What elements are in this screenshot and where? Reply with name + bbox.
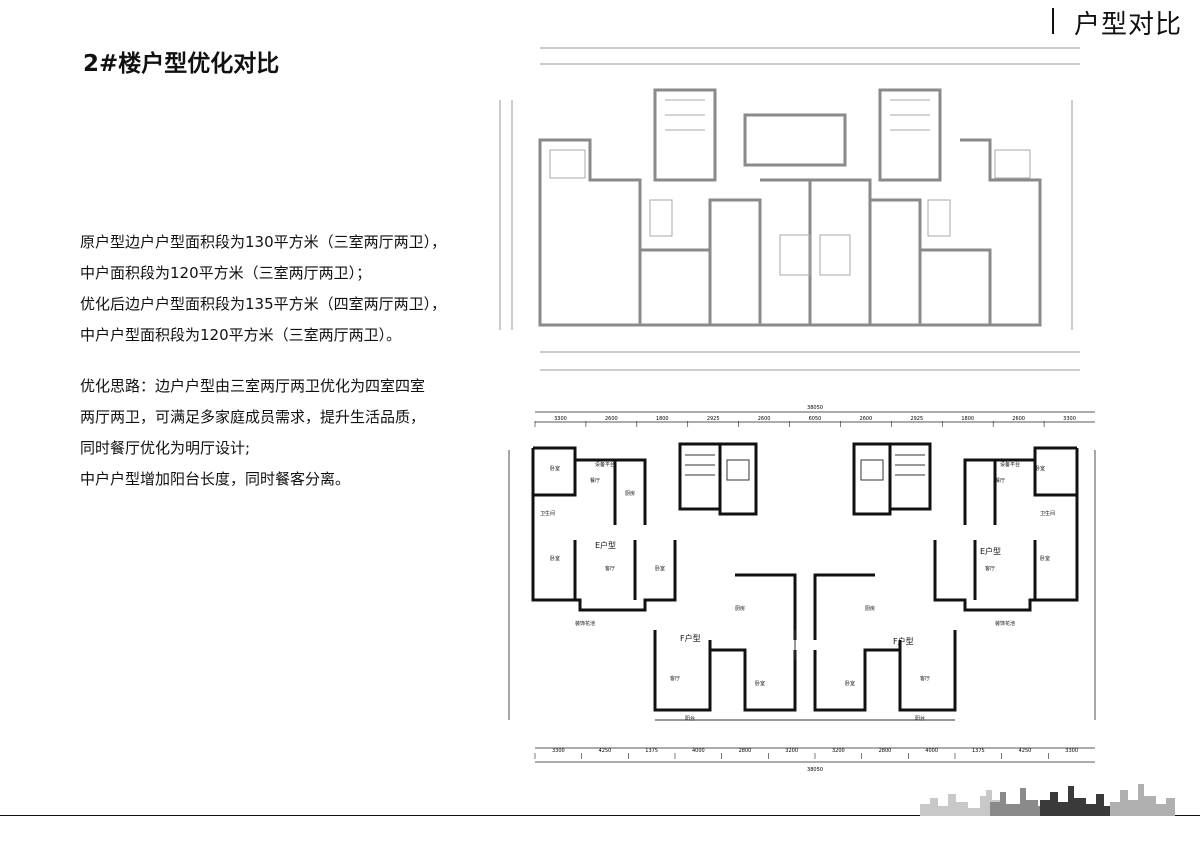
room-label: 阳台	[685, 715, 695, 722]
bottom-dimension-labels: 3300 4250 1375 4000 2800 3200 3200 2800 4000 1375…	[534, 748, 1078, 759]
total-dimension-bottom: 38050	[807, 767, 823, 773]
bottom-dim-3: 4000	[692, 748, 705, 754]
bottom-dim-10: 4250	[1019, 748, 1032, 754]
room-label: 厨房	[735, 605, 745, 612]
room-label: 卧室	[655, 565, 665, 572]
top-dim-3: 2925	[707, 416, 720, 422]
room-label: 卧室	[550, 555, 560, 562]
room-label: 装饰花池	[575, 620, 595, 627]
room-label: 设备平台	[595, 461, 615, 468]
bottom-dim-7: 2800	[879, 748, 892, 754]
top-dim-5: 6050	[809, 416, 822, 422]
bottom-dim-1: 4250	[599, 748, 612, 754]
room-label: 装饰花池	[995, 620, 1015, 627]
room-label: 客厅	[985, 565, 995, 572]
top-dim-10: 3300	[1063, 416, 1076, 422]
bottom-dim-2: 1375	[645, 748, 658, 754]
top-dim-9: 2600	[1012, 416, 1025, 422]
bottom-dim-9: 1375	[972, 748, 985, 754]
top-dim-0: 3300	[554, 416, 567, 422]
area-line-1: 原户型边户户型面积段为130平方米（三室两厅两卫），	[80, 233, 447, 251]
top-dim-7: 2925	[910, 416, 923, 422]
room-label: 卫生间	[540, 510, 555, 517]
top-dim-4: 2600	[758, 416, 771, 422]
area-line-4: 中户户型面积段为120平方米（三室两厅两卫）。	[80, 326, 402, 344]
room-label: 卧室	[1035, 465, 1045, 472]
room-label: 阳台	[915, 715, 925, 722]
room-label: 卧室	[755, 680, 765, 687]
unit-label-e-right: E户型	[980, 546, 1001, 556]
idea-line-3: 同时餐厅优化为明厅设计;	[80, 439, 251, 457]
room-label: 客厅	[670, 675, 680, 682]
top-dim-8: 1800	[961, 416, 974, 422]
bottom-dim-5: 3200	[785, 748, 798, 754]
total-dimension-top: 38050	[807, 405, 823, 411]
room-label: 卫生间	[1040, 510, 1055, 517]
page-title: 2#楼户型优化对比	[83, 51, 280, 77]
bottom-dim-11: 3300	[1065, 748, 1078, 754]
top-dim-1: 2600	[605, 416, 618, 422]
header-divider	[1052, 8, 1054, 34]
room-label: 厨房	[865, 605, 875, 612]
idea-line-2: 两厅两卫，可满足多家庭成员需求，提升生活品质，	[80, 408, 426, 426]
room-label: 设备平台	[1000, 461, 1020, 468]
top-dim-2: 1800	[656, 416, 669, 422]
bottom-dim-0: 3300	[552, 748, 565, 754]
unit-label-f-right: F户型	[893, 636, 914, 646]
top-dimension-labels: 3300 2600 1800 2925 2600 6050 2600 2925 1800 2600…	[534, 416, 1076, 427]
section-title: 户型对比	[1074, 10, 1183, 40]
original-floor-plan	[499, 47, 1080, 371]
footer-line	[0, 815, 1200, 816]
room-label: 厨房	[625, 490, 635, 497]
city-skyline-graphic	[920, 784, 1175, 816]
idea-line-1: 优化思路：边户户型由三室两厅两卫优化为四室四室	[80, 377, 426, 395]
optimized-floor-plan: 3300 2600 1800 2925 2600 6050 2600 2925 1800 2600…	[508, 405, 1096, 773]
room-label: 餐厅	[590, 477, 600, 484]
description-block: 原户型边户户型面积段为130平方米（三室两厅两卫）， 中户面积段为120平方米（…	[80, 227, 500, 495]
bottom-dim-6: 3200	[832, 748, 845, 754]
room-label: 餐厅	[995, 477, 1005, 484]
room-label: 卧室	[550, 465, 560, 472]
unit-label-f-left: F户型	[680, 633, 701, 643]
room-label: 客厅	[605, 565, 615, 572]
idea-line-4: 中户户型增加阳台长度，同时餐客分离。	[80, 470, 351, 488]
room-label: 卧室	[1040, 555, 1050, 562]
bottom-dim-8: 4000	[925, 748, 938, 754]
unit-label-e-left: E户型	[595, 540, 616, 550]
room-label: 客厅	[920, 675, 930, 682]
area-line-3: 优化后边户户型面积段为135平方米（四室两厅两卫），	[80, 295, 447, 313]
room-label: 卧室	[845, 680, 855, 687]
area-line-2: 中户面积段为120平方米（三室两厅两卫）；	[80, 264, 372, 282]
top-dim-6: 2600	[860, 416, 873, 422]
bottom-dim-4: 2800	[739, 748, 752, 754]
